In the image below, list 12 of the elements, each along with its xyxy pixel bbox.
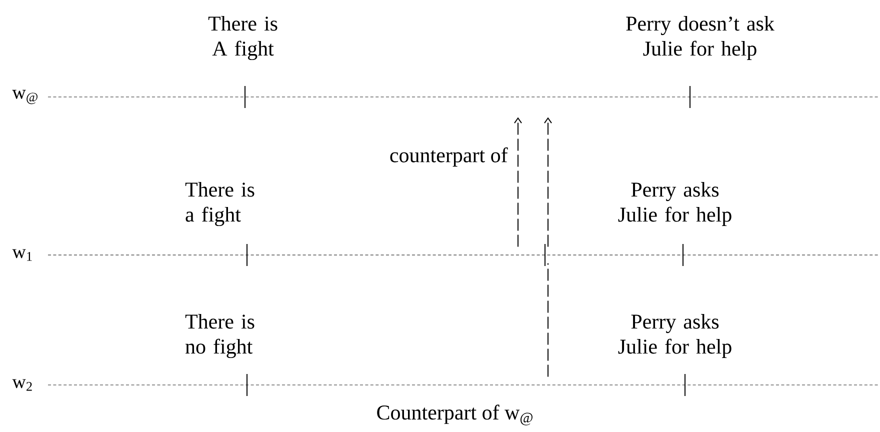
event-text: There is no fight [185,314,254,358]
arrow [544,117,552,248]
edge-label: counterpart of [387,145,510,169]
timeline: w$_{1}$ [12,244,880,266]
event-text: Perry asks Julie for help [618,314,732,358]
event-text: Perry doesn’t ask Julie for help [626,16,774,60]
event-text: There is a fight [185,182,254,226]
event-text: There is A fight [208,16,278,60]
timeline: w$_{@}$ [12,86,880,108]
arrow [514,117,522,248]
timeline: w$_{2}$ [12,374,880,396]
event-text: Perry asks Julie for help [618,182,732,226]
